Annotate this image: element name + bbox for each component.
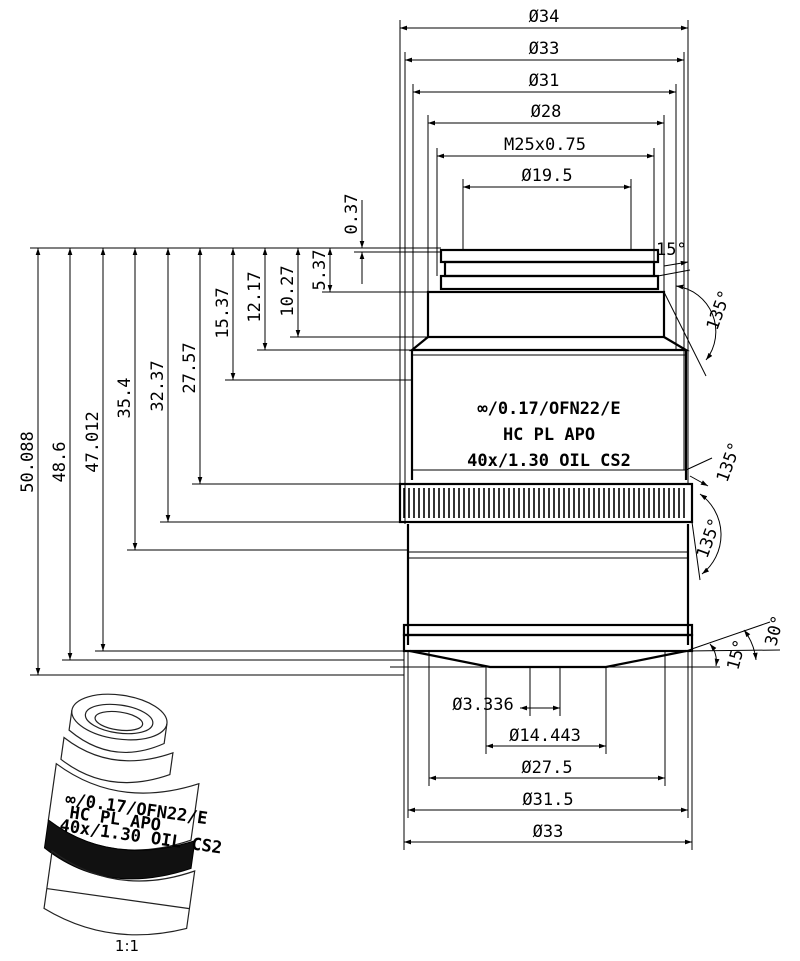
dim-bottom-2: Ø27.5 [521,758,572,778]
dim-left-4: 32.37 [148,360,168,411]
angle-1: 135° [703,288,736,333]
scale-label: 1:1 [115,937,139,955]
dim-top-0: Ø34 [529,7,560,27]
dim-left-2: 47.012 [83,411,103,472]
dim-top-3: Ø28 [531,102,562,122]
dim-left-8: 10.27 [278,265,298,316]
dim-left-6: 15.37 [213,287,233,338]
angle-0: 15° [656,240,687,260]
dim-bottom-1: Ø14.443 [509,726,581,746]
dim-left-10: 0.37 [342,194,362,235]
objective-outline [390,248,720,680]
dim-bottom-3: Ø31.5 [522,790,573,810]
dim-top-2: Ø31 [529,71,560,91]
dim-bottom-4: Ø33 [533,822,564,842]
dim-left-5: 27.57 [180,342,200,393]
knurl-ring [403,488,685,518]
angle-2: 135° [713,440,746,485]
dim-left-1: 48.6 [50,442,70,483]
dim-top-5: Ø19.5 [521,166,572,186]
dim-top-4: M25x0.75 [504,135,586,155]
dim-left-0: 50.088 [18,431,38,492]
engraving-line-3: 40x/1.30 OIL CS2 [467,451,631,471]
dim-left-9: 5.37 [310,250,330,291]
dim-top-1: Ø33 [529,39,560,59]
dim-bottom-0: Ø3.336 [452,695,513,715]
dim-left-7: 12.17 [245,271,265,322]
angle-dimension-lines [657,260,781,667]
top-dimension-lines [399,20,689,524]
objective-thumbnail: ∞/0.17/OFN22/E HC PL APO 40x/1.30 OIL CS… [43,693,223,936]
engraving-line-1: ∞/0.17/OFN22/E [477,399,620,419]
bottom-dimension-lines [403,651,693,850]
angle-5: 15° [724,637,751,672]
angle-4: 30° [762,613,789,648]
dim-left-3: 35.4 [115,378,135,419]
engraving-line-2: HC PL APO [503,425,595,445]
left-dimension-lines [30,200,441,676]
